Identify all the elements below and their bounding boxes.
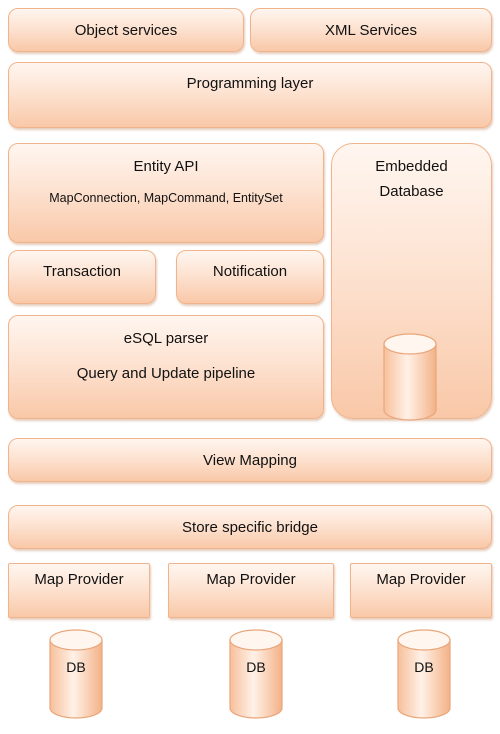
esql-pipeline-label: Query and Update pipeline	[76, 365, 256, 382]
db-cylinder-icon: DB	[396, 628, 452, 720]
embedded-database-line1: Embedded	[375, 158, 448, 175]
store-specific-bridge-box: Store specific bridge	[8, 505, 492, 549]
esql-parser-box: eSQL parser Query and Update pipeline	[8, 315, 324, 419]
notification-box: Notification	[176, 250, 324, 304]
xml-services-box: XML Services	[250, 8, 492, 52]
programming-layer-box: Programming layer	[8, 62, 492, 128]
object-services-label: Object services	[74, 21, 178, 39]
db-label: DB	[246, 659, 266, 675]
entity-api-subtitle: MapConnection, MapCommand, EntitySet	[49, 191, 283, 205]
map-provider-box: Map Provider	[8, 563, 150, 618]
map-provider-box: Map Provider	[350, 563, 492, 618]
map-provider-box: Map Provider	[168, 563, 334, 618]
store-specific-bridge-label: Store specific bridge	[182, 518, 318, 536]
programming-layer-label: Programming layer	[186, 75, 314, 92]
embedded-database-line2: Database	[379, 183, 444, 200]
transaction-label: Transaction	[43, 263, 121, 280]
db-cylinder-icon: DB	[48, 628, 104, 720]
db-label: DB	[414, 659, 434, 675]
entity-api-box: Entity API MapConnection, MapCommand, En…	[8, 143, 324, 243]
map-provider-label: Map Provider	[206, 571, 296, 588]
notification-label: Notification	[212, 263, 288, 280]
entity-api-title: Entity API	[133, 158, 199, 175]
embedded-database-cylinder-icon	[383, 333, 437, 421]
xml-services-label: XML Services	[325, 21, 417, 39]
esql-parser-title: eSQL parser	[123, 330, 209, 347]
db-label: DB	[66, 659, 86, 675]
view-mapping-label: View Mapping	[203, 451, 297, 469]
transaction-box: Transaction	[8, 250, 156, 304]
db-cylinder-icon: DB	[228, 628, 284, 720]
map-provider-label: Map Provider	[34, 571, 124, 588]
map-provider-label: Map Provider	[376, 571, 466, 588]
object-services-box: Object services	[8, 8, 244, 52]
view-mapping-box: View Mapping	[8, 438, 492, 482]
